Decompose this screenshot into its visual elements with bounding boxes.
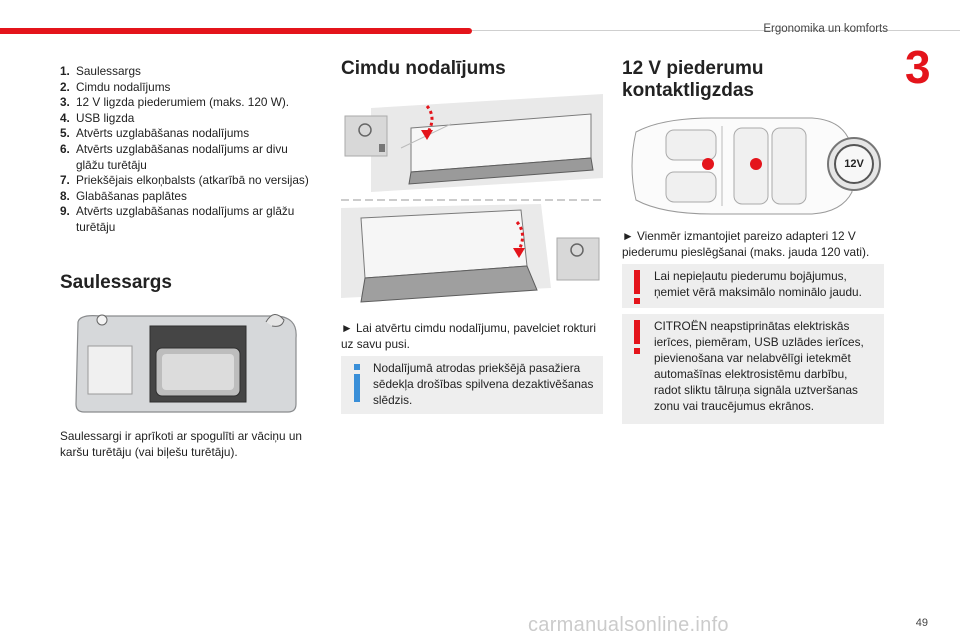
warning-note: Lai nepieļautu piederumu bojājumus, ņemi… <box>622 264 884 308</box>
info-icon <box>354 364 360 402</box>
header-rule <box>472 30 960 31</box>
sun-visor-heading: Saulessargs <box>60 272 172 293</box>
chapter-number: 3 <box>905 41 931 93</box>
item-list: 1.Saulessargs 2.Cimdu nodalījums 3.12 V … <box>60 64 310 236</box>
list-item: 6.Atvērts uzglabāšanas nodalījums ar div… <box>60 141 288 172</box>
list-item: 5.Atvērts uzglabāšanas nodalījums <box>60 126 250 141</box>
list-item: 9.Atvērts uzglabāšanas nodalījums ar glā… <box>60 204 295 234</box>
info-note-text: Nodalījumā atrodas priekšējā pasažiera s… <box>373 361 594 407</box>
warning-note-text: Lai nepieļautu piederumu bojājumus, ņemi… <box>654 269 862 299</box>
page-number: 49 <box>915 617 928 629</box>
list-item: 8.Glabāšanas paplātes <box>60 188 187 203</box>
socket-instruction: ► Vienmēr izmantojiet pareizo adapteri 1… <box>622 229 870 259</box>
sun-visor-illustration <box>75 314 297 413</box>
watermark: carmanualsonline.info <box>528 614 729 636</box>
warning-note: CITROËN neapstiprinātas elektriskās ierī… <box>622 314 884 424</box>
socket-heading: 12 V piederumu kontaktligzdas <box>622 58 764 101</box>
sun-visor-text: Saulessargi ir aprīkoti ar spogulīti ar … <box>60 429 302 459</box>
glove-box-illustration <box>341 94 603 303</box>
glove-box-heading: Cimdu nodalījums <box>341 58 506 79</box>
list-item: 4.USB ligzda <box>60 110 135 125</box>
glove-box-instruction: ► Lai atvērtu cimdu nodalījumu, pavelcie… <box>341 321 596 351</box>
warning-icon <box>634 270 640 304</box>
list-item: 3.12 V ligzda piederumiem (maks. 120 W). <box>60 95 290 110</box>
info-note: Nodalījumā atrodas priekšējā pasažiera s… <box>341 356 603 414</box>
12v-badge: 12V <box>844 158 864 170</box>
warning-note-text: CITROËN neapstiprinātas elektriskās ierī… <box>654 319 864 413</box>
list-item: 7.Priekšējais elkoņbalsts (atkarībā no v… <box>60 173 309 188</box>
list-item: 2.Cimdu nodalījums <box>60 79 171 94</box>
section-title: Ergonomika un komforts <box>763 23 888 35</box>
top-accent-bar <box>0 28 472 34</box>
socket-illustration: 12V <box>622 112 884 220</box>
list-item: 1.Saulessargs <box>60 64 141 78</box>
warning-icon <box>634 320 640 354</box>
